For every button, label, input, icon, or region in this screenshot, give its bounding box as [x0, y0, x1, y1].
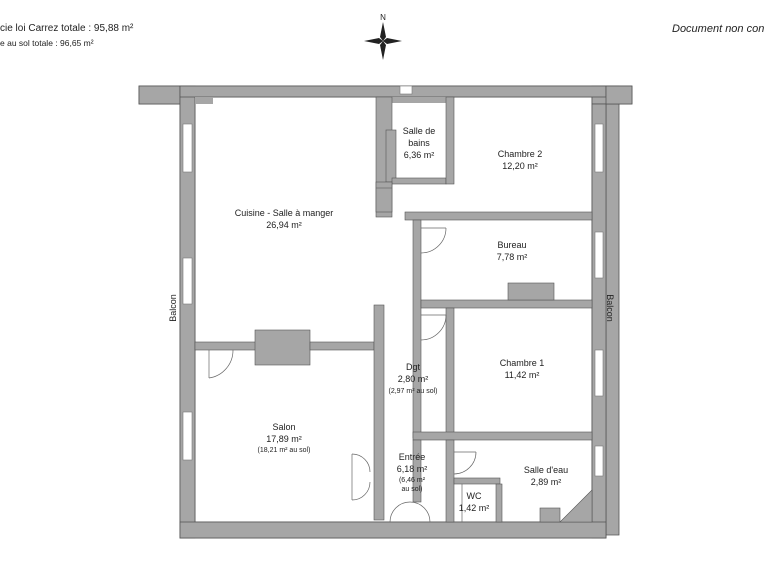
compass-icon: N: [364, 13, 402, 60]
balcony-right-top: [605, 85, 633, 105]
wall-south: [179, 521, 607, 539]
chambre-2-name: Chambre 2: [498, 149, 543, 159]
wc-name: WC: [467, 491, 482, 501]
compass-north-label: N: [380, 13, 386, 22]
windows: [182, 85, 604, 477]
entree-area: 6,18 m²: [397, 464, 428, 474]
floor-area-text: e au sol totale : 96,65 m²: [0, 38, 94, 48]
cuisine-area: 26,94 m²: [266, 220, 302, 230]
salle-de-bains-name-2: bains: [408, 138, 430, 148]
balcony-right-label: Balcon: [605, 294, 615, 322]
salon-area: 17,89 m²: [266, 434, 302, 444]
chambre-1-name: Chambre 1: [500, 358, 545, 368]
carrez-area-text: cie loi Carrez totale : 95,88 m²: [0, 23, 134, 34]
dgt-floor-area: (2,97 m² au sol): [388, 388, 437, 395]
salle-eau-name: Salle d'eau: [524, 465, 568, 475]
salle-de-bains-name-1: Salle de: [403, 126, 436, 136]
bureau-area: 7,78 m²: [497, 252, 528, 262]
balcony-left-label: Balcon: [168, 294, 178, 322]
entree-name: Entrée: [399, 452, 426, 462]
dgt-area: 2,80 m²: [398, 374, 429, 384]
doors: [208, 187, 477, 523]
north-bump-1: [195, 97, 213, 104]
chambre-2-area: 12,20 m²: [502, 161, 538, 171]
salon-floor-area: (18,21 m² au sol): [258, 447, 311, 454]
chambre-1-area: 11,42 m²: [505, 370, 540, 380]
dgt-name: Dgt: [406, 362, 421, 372]
north-bump-2: [392, 97, 452, 103]
interior-walls: [194, 96, 593, 523]
salon-name: Salon: [272, 422, 295, 432]
entree-floor-area-2: au sol): [401, 486, 422, 493]
salle-eau-area: 2,89 m²: [531, 477, 562, 487]
disclaimer-text: Document non con: [672, 23, 765, 35]
entree-floor-area-1: (6,46 m²: [399, 477, 426, 484]
bureau-name: Bureau: [497, 240, 526, 250]
salle-de-bains-area: 6,36 m²: [404, 150, 435, 160]
wc-area: 1,42 m²: [459, 503, 490, 513]
wall-north: [179, 85, 607, 98]
balcony-left-ledge: [138, 85, 181, 105]
cuisine-name: Cuisine - Salle à manger: [235, 208, 334, 218]
